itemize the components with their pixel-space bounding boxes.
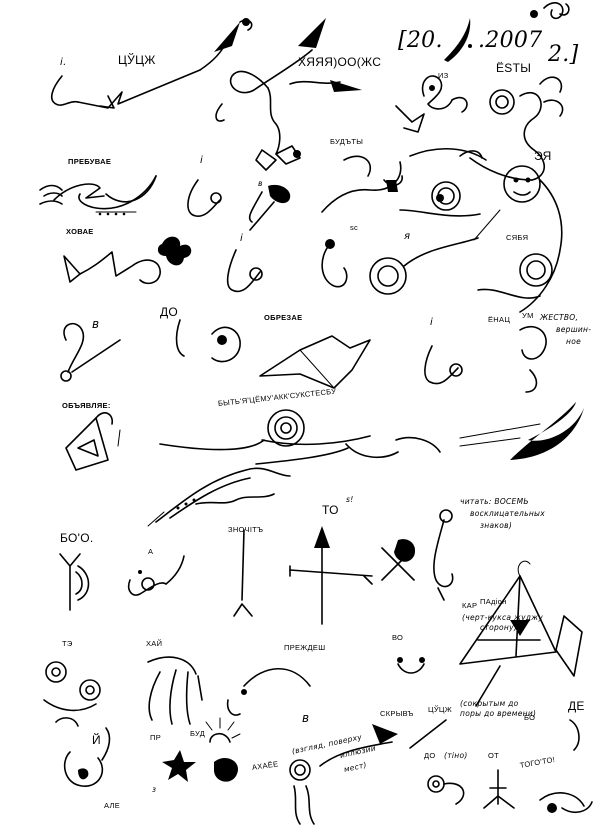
word-skryv: СКРЫВЪ (380, 709, 414, 718)
note-chitat-2: восклицательных (470, 509, 545, 518)
hovae-flower (63, 236, 192, 285)
word-tsu-tse: ЦЎЦЖ (118, 53, 156, 67)
word-um: УМ (522, 311, 534, 320)
word-noe: ное (566, 337, 582, 346)
bo-arcs (59, 553, 90, 611)
word-ya-mid: я (404, 231, 411, 242)
word-v-left: в (92, 317, 100, 331)
word-i-small: i (240, 233, 244, 244)
wing-figure (39, 175, 157, 216)
word-esty: ЁЅТЫ (496, 61, 532, 75)
word-gestvo: ЖЕСТВО, (540, 313, 579, 322)
crescent-figure (63, 727, 111, 787)
word-budty: БУДЪТЫ (330, 137, 364, 146)
word-i-mid: i (200, 155, 204, 166)
word-syabya: СЯБЯ (506, 233, 529, 242)
date-swoosh (444, 2, 570, 62)
word-hyahyah: ХЯЯЯ)ОО(ЖС (298, 55, 382, 69)
word-ot: ОТ (488, 751, 500, 760)
word-bud: БУД (190, 729, 206, 738)
word-to: ТО (322, 503, 339, 517)
bottom-swirl (289, 719, 447, 825)
word-te: ТЭ (62, 639, 73, 648)
word-hai: ХАЙ (146, 639, 163, 648)
word-obyavlyae: ОБЪЯВЛЯЕ: (62, 401, 111, 410)
snail-spiral (159, 402, 584, 465)
v-figure (60, 322, 121, 382)
note-chitat-3: знаков) (480, 521, 513, 530)
top-center-knot (215, 18, 362, 171)
te-spirals (43, 661, 101, 727)
word-a: A (148, 547, 154, 556)
word-i-right: i (430, 317, 434, 328)
word-prebuvae: ПРЕБУВАЕ (68, 157, 112, 166)
curl-letters (187, 179, 291, 231)
note-skryv-2: поры до времени) (460, 709, 537, 718)
smile-figure (397, 657, 425, 674)
tripod-figure (483, 769, 515, 809)
right-curl (424, 325, 547, 393)
ribbon-tie (433, 509, 454, 601)
word-v-lower: в (302, 711, 310, 725)
word-tsu-tse-2: ЦЎЦЖ (428, 705, 452, 714)
x-figure (381, 539, 416, 581)
cross-figure (289, 526, 373, 625)
word-de: ДЕ (568, 699, 585, 713)
word-hovae: ХОВАЕ (66, 227, 94, 236)
center-curl (226, 239, 348, 293)
word-z: з (152, 785, 157, 794)
swirl-tree (321, 147, 487, 217)
word-pre: ПР (150, 733, 161, 742)
bottom-right-curl (539, 719, 593, 814)
word-padion: ПАдіон (480, 597, 507, 606)
word-to-s: s! (346, 495, 354, 504)
arc-figure (226, 667, 311, 716)
top-left-arrow-motif (50, 18, 253, 109)
twirl-bottom (427, 775, 465, 805)
word-obrezae: ОБРЕЗАЕ (264, 313, 303, 322)
word-do-2: ДО (424, 751, 436, 760)
note-kar-2: сторону) (480, 623, 518, 632)
word-vo: ВО (392, 633, 404, 642)
plume-figure (147, 656, 203, 725)
diamond-figure (65, 412, 121, 471)
word-enau: ЁНАЦ (488, 315, 511, 324)
bird-figure (395, 75, 468, 133)
word-ya-right: ЭЯ (534, 149, 552, 163)
word-bo-e: БО (524, 713, 536, 722)
word-v-small: в (258, 179, 263, 188)
word-ale: АЛЕ (104, 801, 120, 810)
word-i-top: i. (60, 57, 67, 68)
date-right: .2007 (478, 28, 543, 53)
note-chitat-1: читать: ВОСЕМЬ (460, 497, 529, 506)
word-znachit: ЗНОЧІТЪ (228, 525, 264, 534)
word-y: Й (92, 733, 101, 747)
stem-figure (233, 529, 253, 617)
wave-ribbon (147, 467, 291, 527)
word-kar: КАР (462, 601, 478, 610)
word-tolko: (тіно) (444, 751, 468, 760)
note-kar-1: (черт-кукса жуджу (462, 613, 544, 622)
word-prezhdesh: ПРЕЖДЕШ (284, 643, 326, 652)
concentric-circles (369, 209, 553, 299)
pyramid-figure (459, 560, 583, 707)
word-do: ДО (160, 305, 179, 319)
date-end: 2.] (548, 42, 579, 67)
word-iz: ИЗ (438, 71, 449, 80)
right-top-spiral (469, 76, 564, 181)
fish-figure (127, 555, 185, 596)
date-left: [20. (398, 28, 443, 53)
note-skryv-1: (сокрытым до (460, 699, 519, 708)
face-figure (503, 165, 563, 313)
word-sc: sc (350, 223, 359, 232)
word-vershin: вершин- (556, 325, 592, 334)
bulb-and-star (175, 319, 371, 389)
sun-figure (162, 717, 241, 782)
word-bo: БО'О. (60, 531, 94, 545)
